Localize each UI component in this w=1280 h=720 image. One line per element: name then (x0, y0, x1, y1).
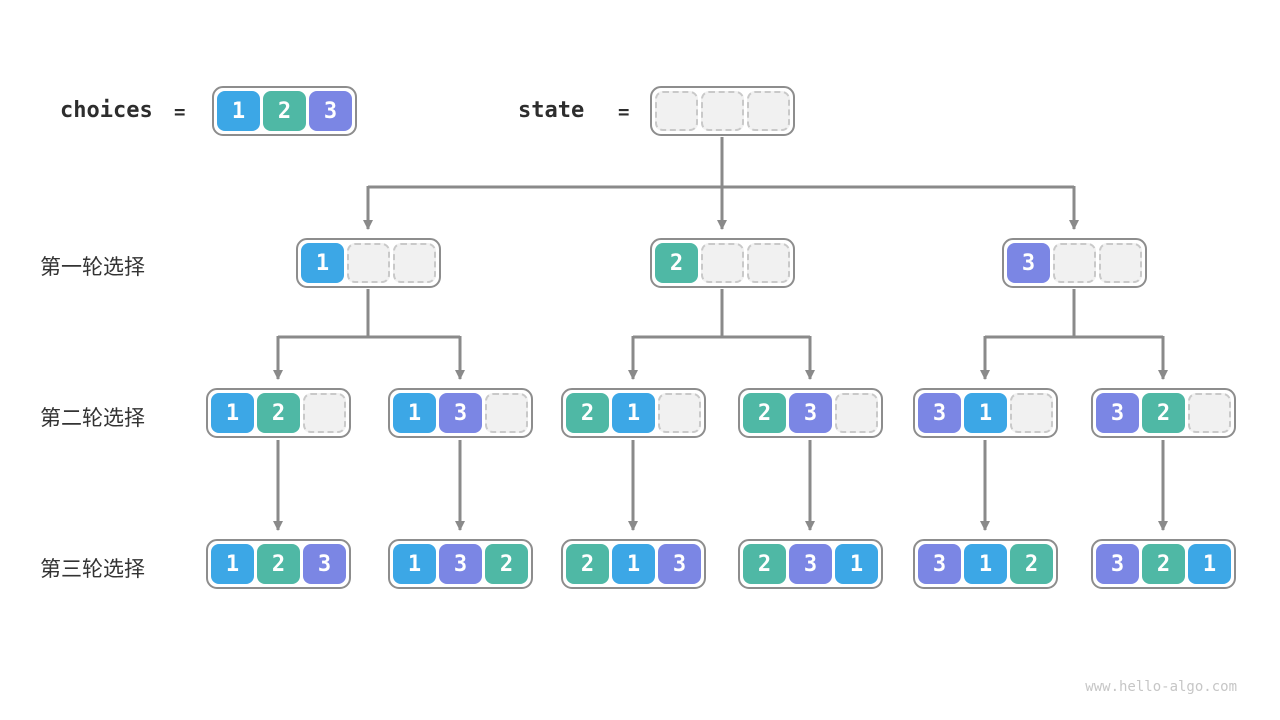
round-2-label: 第二轮选择 (40, 407, 145, 430)
round-3-label: 第三轮选择 (40, 558, 145, 581)
array-cell: 1 (612, 544, 655, 584)
array-cell (1188, 393, 1231, 433)
array-cell (835, 393, 878, 433)
node-level3-132: 1 3 2 (388, 539, 533, 589)
node-level2-31: 3 1 (913, 388, 1058, 438)
array-cell: 1 (211, 393, 254, 433)
array-cell: 2 (1142, 393, 1185, 433)
node-level3-213: 2 1 3 (561, 539, 706, 589)
array-cell: 1 (393, 544, 436, 584)
array-cell: 2 (257, 544, 300, 584)
node-level2-12: 1 2 (206, 388, 351, 438)
array-cell: 3 (1096, 544, 1139, 584)
connectors-level2 (273, 289, 1168, 380)
array-cell (655, 91, 698, 131)
array-cell (658, 393, 701, 433)
array-cell: 2 (263, 91, 306, 131)
node-level2-21: 2 1 (561, 388, 706, 438)
array-cell (1099, 243, 1142, 283)
array-cell: 3 (789, 544, 832, 584)
array-cell (485, 393, 528, 433)
array-cell: 1 (211, 544, 254, 584)
array-cell: 2 (566, 544, 609, 584)
array-cell: 3 (658, 544, 701, 584)
node-level1-2: 2 (650, 238, 795, 288)
node-level2-13: 1 3 (388, 388, 533, 438)
array-cell (303, 393, 346, 433)
array-cell: 3 (789, 393, 832, 433)
watermark: www.hello-algo.com (1085, 679, 1237, 695)
array-cell: 2 (743, 393, 786, 433)
array-cell (747, 243, 790, 283)
array-cell: 2 (485, 544, 528, 584)
array-cell: 2 (655, 243, 698, 283)
array-cell (347, 243, 390, 283)
state-array (650, 86, 795, 136)
array-cell (1053, 243, 1096, 283)
array-cell: 3 (309, 91, 352, 131)
node-level3-123: 1 2 3 (206, 539, 351, 589)
state-label: state (518, 98, 585, 123)
array-cell: 1 (612, 393, 655, 433)
node-level1-3: 3 (1002, 238, 1147, 288)
array-cell: 1 (301, 243, 344, 283)
array-cell: 2 (743, 544, 786, 584)
array-cell: 1 (1188, 544, 1231, 584)
array-cell: 1 (835, 544, 878, 584)
array-cell: 2 (566, 393, 609, 433)
node-level1-1: 1 (296, 238, 441, 288)
array-cell: 3 (303, 544, 346, 584)
array-cell (701, 243, 744, 283)
node-level3-321: 3 2 1 (1091, 539, 1236, 589)
array-cell: 2 (257, 393, 300, 433)
array-cell: 3 (1096, 393, 1139, 433)
array-cell (747, 91, 790, 131)
node-level3-231: 2 3 1 (738, 539, 883, 589)
array-cell: 1 (964, 544, 1007, 584)
array-cell: 3 (439, 393, 482, 433)
choices-label: choices (60, 98, 153, 123)
array-cell: 1 (393, 393, 436, 433)
array-cell: 2 (1142, 544, 1185, 584)
array-cell: 1 (964, 393, 1007, 433)
array-cell: 3 (1007, 243, 1050, 283)
equals-sign: = (174, 101, 186, 123)
node-level2-32: 3 2 (1091, 388, 1236, 438)
node-level3-312: 3 1 2 (913, 539, 1058, 589)
connectors-level1 (363, 137, 1079, 230)
array-cell (701, 91, 744, 131)
equals-sign: = (618, 101, 630, 123)
array-cell: 3 (918, 393, 961, 433)
array-cell (393, 243, 436, 283)
round-1-label: 第一轮选择 (40, 256, 145, 279)
array-cell: 2 (1010, 544, 1053, 584)
connectors-level3 (273, 440, 1168, 531)
array-cell: 3 (439, 544, 482, 584)
node-level2-23: 2 3 (738, 388, 883, 438)
array-cell: 1 (217, 91, 260, 131)
array-cell: 3 (918, 544, 961, 584)
array-cell (1010, 393, 1053, 433)
choices-array: 1 2 3 (212, 86, 357, 136)
